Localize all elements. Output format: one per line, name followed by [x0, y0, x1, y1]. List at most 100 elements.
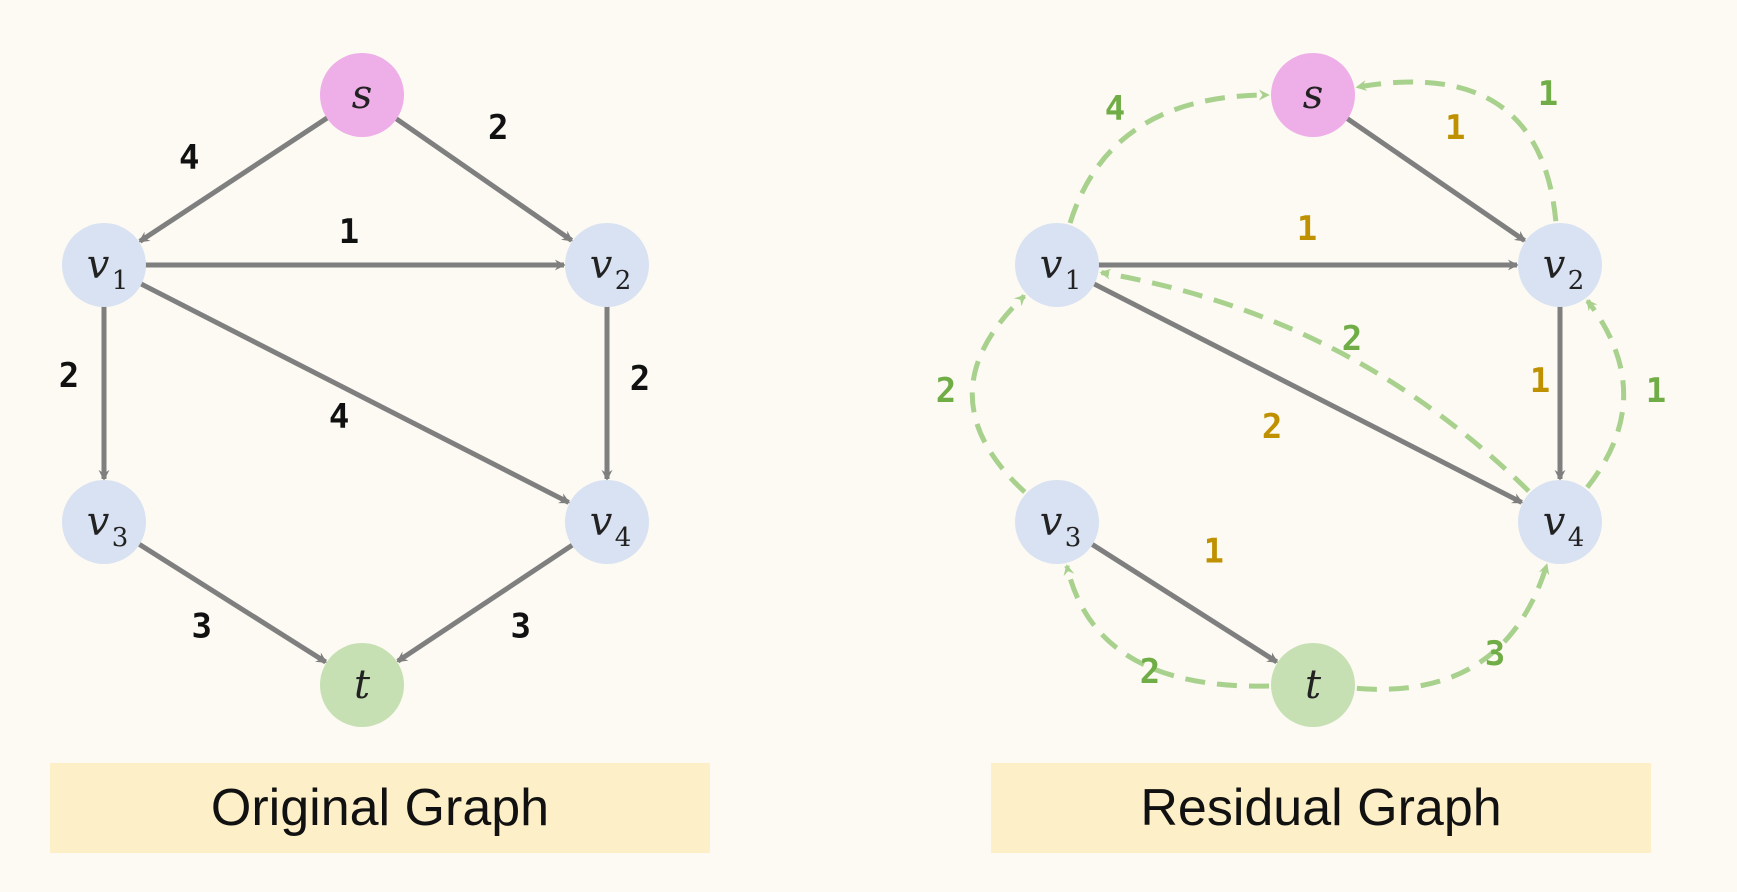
original-edge-v4-t: 3 — [396, 542, 576, 664]
original-edge-v1-v2: 1 — [144, 212, 566, 271]
residual-backward-edge-t-v4-capacity: 3 — [1485, 634, 1505, 674]
residual-node-v1-circle — [1015, 223, 1099, 307]
residual-edge-s-v2-line — [1344, 115, 1527, 243]
original-node-v3-circle — [62, 480, 146, 564]
residual-backward-edge-v1-s-capacity: 4 — [1105, 89, 1125, 129]
residual-node-v4-circle — [1518, 480, 1602, 564]
residual-node-v2-subscript: 2 — [1568, 266, 1585, 296]
original-node-s-circle — [320, 53, 404, 137]
residual-edge-v2-v4: 1 — [1530, 305, 1566, 481]
original-edge-v1-v3: 2 — [59, 305, 110, 481]
residual-node-v3-subscript: 3 — [1065, 523, 1082, 553]
residual-graph-caption-text: Residual Graph — [1140, 779, 1502, 837]
residual-edge-v3-t: 1 — [1089, 532, 1279, 665]
original-edge-v4-t-capacity: 3 — [511, 607, 531, 647]
original-edge-v1-v4-capacity: 4 — [329, 397, 349, 437]
residual-backward-edge-t-v4-path — [1356, 563, 1550, 692]
original-node-s: s — [320, 53, 404, 137]
residual-edge-v2-v4-capacity: 1 — [1530, 361, 1550, 401]
residual-node-s-label: s — [1303, 72, 1324, 118]
residual-backward-edge-v3-v1-path — [969, 294, 1027, 494]
original-node-s-label: s — [352, 72, 373, 118]
residual-node-s: s — [1271, 53, 1355, 137]
original-edge-v1-v2-capacity: 1 — [339, 212, 359, 252]
residual-backward-edge-t-v4: 3 — [1356, 563, 1550, 692]
residual-node-v2-label: v — [1543, 242, 1566, 288]
residual-node-v2-circle — [1518, 223, 1602, 307]
original-node-v3-subscript: 3 — [112, 523, 129, 553]
residual-edge-v1-v4: 2 — [1091, 280, 1524, 505]
original-graph-caption-text: Original Graph — [210, 779, 550, 837]
original-edge-s-v2-capacity: 2 — [488, 108, 508, 148]
residual-backward-edge-v4-v2-path — [1585, 299, 1627, 489]
original-node-v1-subscript: 1 — [112, 266, 129, 296]
residual-backward-edge-v4-v1-path — [1099, 268, 1531, 493]
residual-backward-edge-v4-v2: 1 — [1585, 299, 1666, 489]
original-edge-v2-v4: 2 — [601, 305, 650, 481]
residual-backward-edge-t-v3-capacity: 2 — [1140, 652, 1160, 692]
original-edge-v2-v4-capacity: 2 — [630, 359, 650, 399]
original-node-v1-circle — [62, 223, 146, 307]
original-node-v4-subscript: 4 — [615, 523, 632, 553]
residual-backward-edge-t-v3-path — [1063, 564, 1270, 689]
original-edge-v1-v4-line — [138, 280, 571, 505]
original-node-v4-circle — [565, 480, 649, 564]
original-node-v2-label: v — [590, 242, 613, 288]
residual-edge-s-v2-capacity: 1 — [1445, 108, 1465, 148]
original-edge-v1-v3-capacity: 2 — [59, 356, 79, 396]
residual-edge-v3-t-line — [1089, 541, 1279, 665]
residual-node-v4-label: v — [1543, 499, 1566, 545]
residual-edge-v1-v4-line — [1091, 280, 1524, 505]
residual-node-v3-label: v — [1040, 499, 1063, 545]
residual-edge-v1-v2-capacity: 1 — [1297, 209, 1317, 249]
original-node-v3-label: v — [87, 499, 110, 545]
residual-backward-edge-v2-s-capacity: 1 — [1538, 74, 1558, 114]
residual-node-t-circle — [1271, 643, 1355, 727]
residual-backward-edge-v4-v1-capacity: 2 — [1342, 319, 1362, 359]
original-edge-v1-v4: 4 — [138, 280, 571, 505]
residual-backward-edge-v4-v2-capacity: 1 — [1646, 371, 1666, 411]
original-node-t-label: t — [354, 662, 371, 708]
residual-node-s-circle — [1271, 53, 1355, 137]
residual-backward-edge-v1-s: 4 — [1067, 89, 1270, 224]
residual-edge-v3-t-capacity: 1 — [1203, 532, 1223, 572]
residual-backward-edge-v3-v1: 2 — [936, 294, 1027, 494]
residual-node-v4-subscript: 4 — [1568, 523, 1585, 553]
original-edge-s-v1: 4 — [138, 114, 330, 244]
residual-edge-s-v2: 1 — [1344, 108, 1527, 243]
original-node-t-circle — [320, 643, 404, 727]
residual-node-v1-subscript: 1 — [1065, 266, 1082, 296]
original-node-v2-subscript: 2 — [615, 266, 632, 296]
residual-backward-edge-t-v3: 2 — [1063, 564, 1270, 692]
original-node-v1-label: v — [87, 242, 110, 288]
residual-backward-edge-v2-s: 1 — [1355, 74, 1559, 222]
original-edge-v3-t-capacity: 3 — [191, 607, 211, 647]
original-edge-v3-t: 3 — [136, 541, 328, 665]
residual-edge-v1-v4-capacity: 2 — [1262, 407, 1282, 447]
residual-backward-edge-v3-v1-capacity: 2 — [936, 371, 956, 411]
original-node-t: t — [320, 643, 404, 727]
residual-backward-edge-v1-s-path — [1067, 89, 1270, 224]
original-edge-s-v1-line — [138, 114, 330, 244]
original-graph-caption: Original Graph — [50, 763, 710, 853]
original-edge-v4-t-line — [396, 542, 576, 664]
original-edge-v3-t-line — [136, 541, 328, 665]
residual-backward-edge-v4-v1: 2 — [1099, 268, 1531, 493]
original-edge-s-v2-line — [393, 115, 574, 243]
residual-backward-edge-v2-s-path — [1355, 79, 1559, 222]
original-edge-s-v2: 2 — [393, 108, 574, 243]
residual-graph-caption: Residual Graph — [991, 763, 1651, 853]
original-node-v4-label: v — [590, 499, 613, 545]
residual-node-t-label: t — [1305, 662, 1322, 708]
